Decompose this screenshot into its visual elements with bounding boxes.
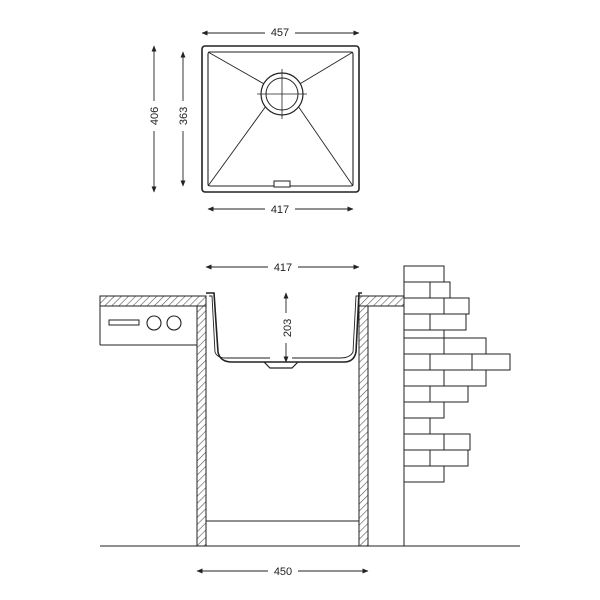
brick: [403, 433, 445, 451]
cabinet-wall-right: [358, 305, 369, 547]
fold-line: [207, 105, 267, 187]
fold-line: [207, 51, 267, 86]
brick: [403, 313, 431, 331]
brick: [429, 353, 473, 371]
cabinet-width-label: 450: [274, 566, 292, 578]
brick: [443, 433, 471, 451]
fold-line: [297, 51, 354, 86]
outer-width-label: 457: [271, 27, 289, 39]
dim-bowl-depth: 203: [279, 292, 295, 363]
appliance-panel: [99, 306, 197, 346]
brick: [403, 417, 431, 435]
display-slot: [108, 319, 140, 326]
dim-inner-width: 417: [207, 201, 354, 216]
outer-height-label: 406: [149, 107, 161, 125]
brick: [403, 465, 445, 483]
inner-width-label: 417: [271, 204, 289, 216]
brick: [403, 401, 445, 419]
sink-inner-bowl: [207, 51, 354, 187]
brick: [403, 265, 445, 283]
knob-icon: [146, 315, 182, 331]
brick-wall: [403, 265, 511, 483]
brick: [471, 353, 511, 371]
brick: [429, 385, 469, 403]
inner-height-label: 363: [178, 107, 190, 125]
brick: [429, 281, 451, 299]
brick: [403, 369, 445, 387]
cabinet-wall-left: [196, 305, 207, 547]
dim-bowl-width: 417: [205, 259, 360, 274]
brick: [429, 313, 467, 331]
dim-outer-height: 406: [146, 45, 162, 193]
dim-outer-width: 457: [201, 25, 360, 39]
countertop-left: [99, 295, 207, 307]
brick: [403, 385, 431, 403]
brick: [429, 449, 469, 467]
bowl-width-label: 417: [274, 262, 292, 274]
brick: [403, 297, 445, 315]
bowl-depth-label: 203: [282, 319, 294, 337]
brick: [443, 337, 487, 355]
brick: [403, 353, 431, 371]
brick: [443, 297, 470, 315]
countertop-right: [358, 295, 405, 307]
section-view: 417 203 450: [99, 259, 520, 578]
fold-line: [297, 105, 354, 187]
dim-cabinet-width: 450: [196, 563, 369, 578]
drain-outlet: [263, 361, 299, 369]
brick: [443, 369, 487, 387]
dim-inner-height: 363: [175, 51, 191, 187]
top-view: 457 417 406 363: [146, 25, 360, 216]
brick: [403, 281, 431, 299]
drain-icon: [257, 69, 307, 119]
overflow-slot: [273, 180, 291, 188]
brick: [403, 337, 445, 355]
brick: [403, 449, 431, 467]
